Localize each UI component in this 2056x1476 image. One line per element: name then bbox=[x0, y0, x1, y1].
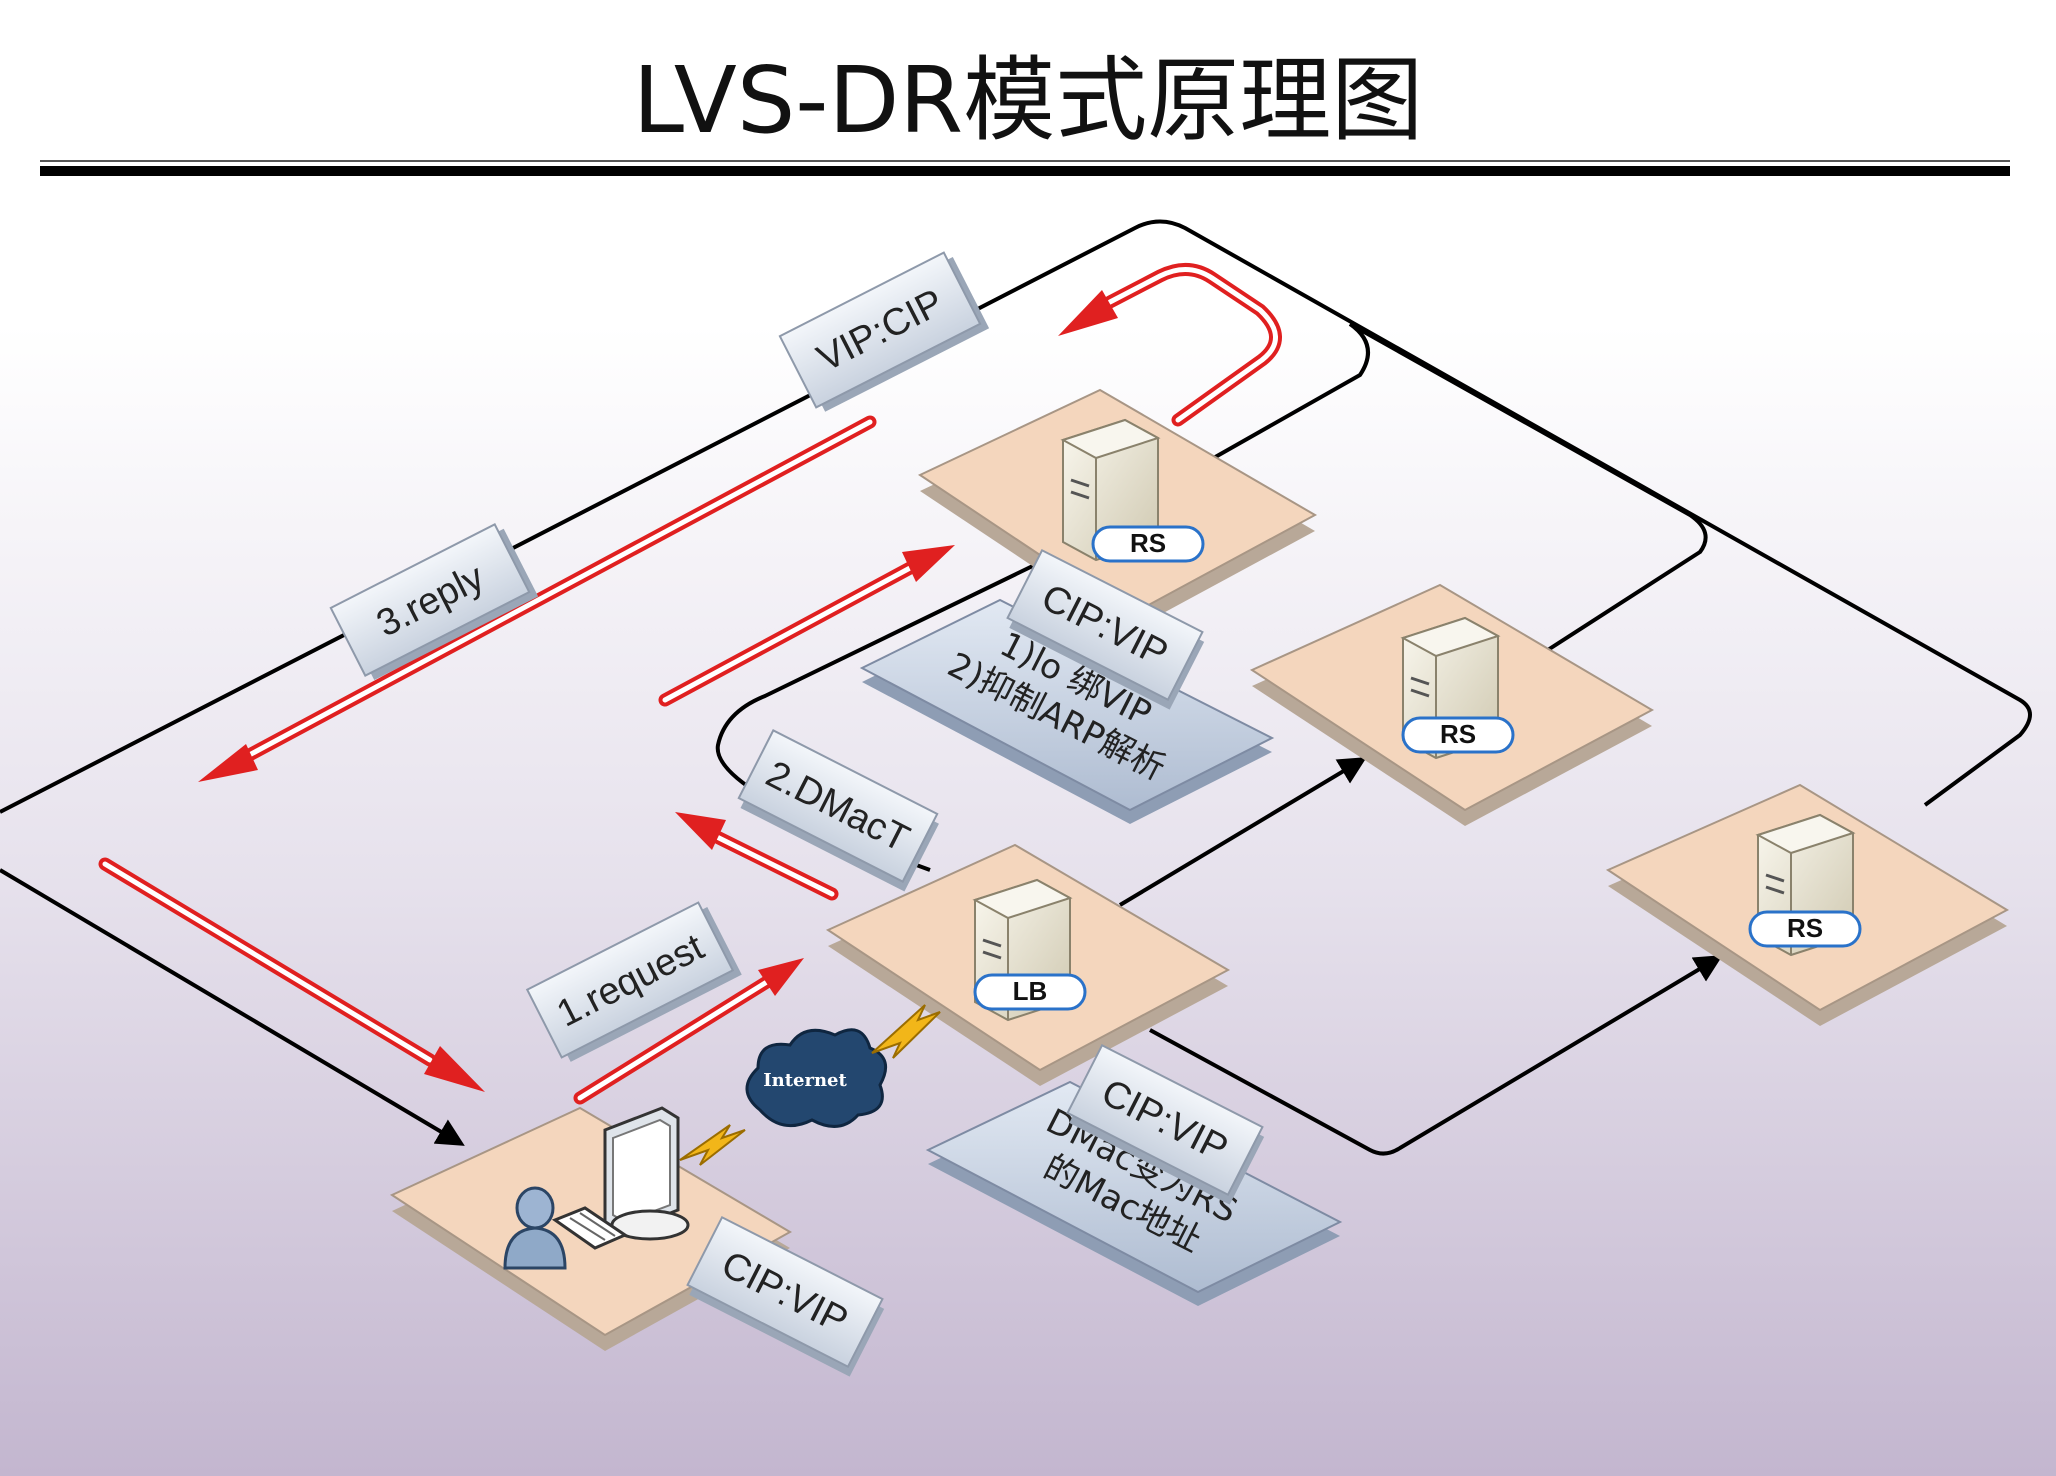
top-switch-to-rs-middle bbox=[1349, 322, 1708, 657]
internet-label: Internet bbox=[763, 1070, 847, 1091]
lightning-icon bbox=[679, 1124, 746, 1166]
forward-arrow bbox=[658, 545, 955, 707]
title-rule-thin bbox=[40, 160, 2010, 162]
server-icon bbox=[1060, 418, 1161, 562]
rs-return-arrow bbox=[1058, 263, 1282, 427]
request-arrow bbox=[573, 958, 804, 1105]
client bbox=[503, 1106, 690, 1270]
lb-to-rs-right bbox=[1149, 955, 1723, 1156]
server-rs-top: RS bbox=[1060, 418, 1205, 563]
server-lb: LB bbox=[972, 878, 1087, 1022]
rs-top-label: RS bbox=[1130, 528, 1166, 558]
header: LVS-DR模式原理图 bbox=[40, 47, 2010, 176]
lightning-icon bbox=[871, 1004, 941, 1059]
reply-arrow bbox=[198, 415, 877, 782]
lb-to-rs-middle bbox=[1118, 757, 1367, 907]
flow-arrows bbox=[98, 263, 1282, 1105]
user-icon bbox=[503, 1186, 567, 1270]
tag-dmac: 2.DMacT bbox=[737, 729, 939, 892]
server-label-ring bbox=[1091, 525, 1205, 563]
monitor-icon bbox=[603, 1106, 690, 1241]
network-links bbox=[0, 219, 2032, 1156]
server-rs-right: RS bbox=[1748, 813, 1862, 957]
tag-cip-vip-client: CIP:VIP bbox=[686, 1215, 885, 1377]
reply-to-client-arrow bbox=[98, 857, 485, 1092]
tag-vip-cip: VIP:CIP bbox=[778, 251, 990, 412]
server-label-ring bbox=[973, 973, 1087, 1011]
cloud-icon bbox=[745, 1028, 888, 1128]
rs-right-label: RS bbox=[1787, 913, 1823, 943]
lb-label: LB bbox=[1013, 976, 1048, 1006]
top-switch-to-rs-top bbox=[1209, 322, 1370, 462]
server-label-ring bbox=[1401, 716, 1515, 754]
tag-request: 1.request bbox=[525, 901, 742, 1062]
server-rs-middle: RS bbox=[1400, 616, 1515, 760]
tag-cip-vip-lb: CIP:VIP bbox=[1066, 1043, 1265, 1205]
server-label-ring bbox=[1748, 910, 1862, 948]
dmac-arrow bbox=[675, 812, 839, 901]
title-rule-thick bbox=[40, 166, 2010, 176]
page-title: LVS-DR模式原理图 bbox=[633, 47, 1423, 154]
client-link-left bbox=[0, 868, 465, 1146]
rs-middle-label: RS bbox=[1440, 719, 1476, 749]
internet: Internet bbox=[679, 1004, 941, 1166]
keyboard-icon bbox=[551, 1206, 629, 1250]
